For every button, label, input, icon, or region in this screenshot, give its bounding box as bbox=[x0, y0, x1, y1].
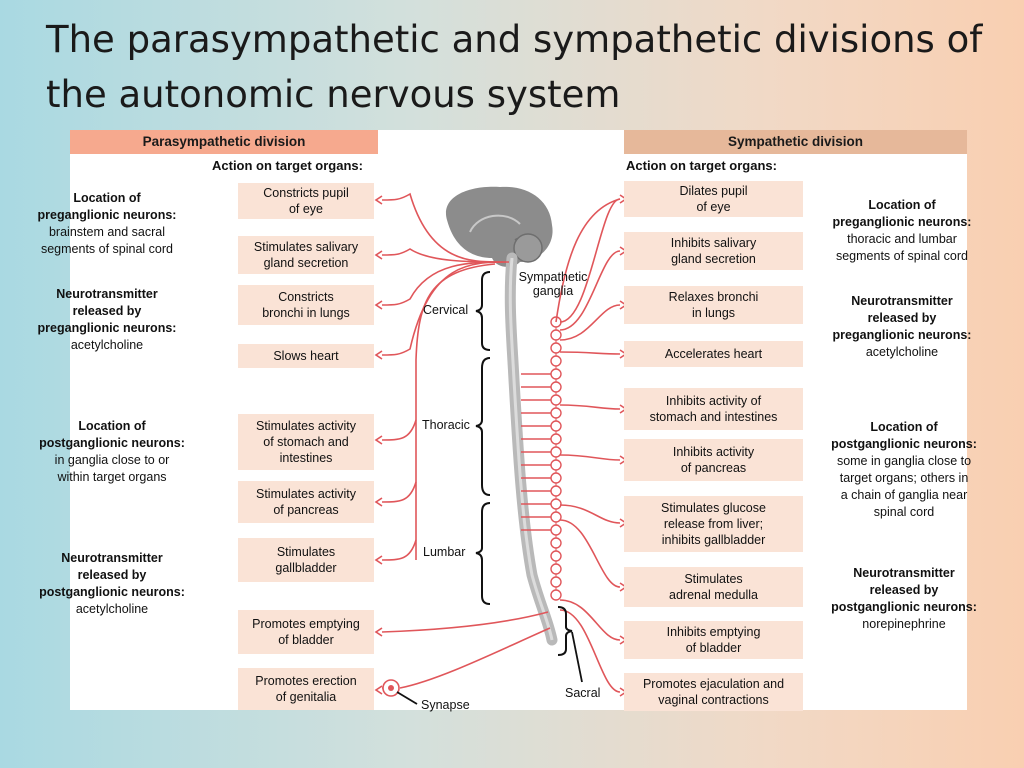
para-note-postganglionic-transmitter: Neurotransmitter released by postganglio… bbox=[39, 551, 185, 616]
ganglion bbox=[550, 420, 562, 432]
ganglion bbox=[550, 472, 562, 484]
vagus-branch bbox=[381, 481, 417, 503]
synapse-pointer bbox=[396, 691, 418, 705]
symp-fiber bbox=[559, 599, 621, 641]
symp-action-pancreas: Inhibits activity of pancreas bbox=[624, 439, 803, 481]
symp-fiber bbox=[559, 519, 621, 588]
sacral-pointer bbox=[571, 631, 583, 683]
para-action-salivary: Stimulates salivary gland secretion bbox=[238, 236, 374, 274]
symp-note-preganglionic-transmitter: Neurotransmitter released by preganglion… bbox=[832, 294, 972, 359]
symp-note-postganglionic-transmitter: Neurotransmitter released by postganglio… bbox=[831, 566, 977, 631]
para-arrow bbox=[374, 195, 383, 205]
symp-action-stomach: Inhibits activity of stomach and intesti… bbox=[624, 388, 803, 430]
symp-action-bronchi: Relaxes bronchi in lungs bbox=[624, 286, 803, 324]
symp-fiber bbox=[559, 454, 621, 461]
para-cranial-fiber bbox=[381, 248, 504, 263]
symp-upper-fiber bbox=[555, 198, 621, 323]
ganglion bbox=[550, 576, 562, 588]
ganglion bbox=[550, 394, 562, 406]
ganglion bbox=[550, 550, 562, 562]
para-note-postganglionic-location: Location of postganglionic neurons:in ga… bbox=[39, 419, 185, 484]
cervical-brace bbox=[475, 271, 491, 351]
symp-fiber bbox=[559, 304, 621, 341]
synapse-label: Synapse bbox=[421, 698, 470, 712]
sacral-label: Sacral bbox=[565, 686, 601, 700]
ganglion bbox=[550, 368, 562, 380]
para-arrow bbox=[374, 627, 383, 637]
para-note-preganglionic-location: Location of preganglionic neurons:brains… bbox=[37, 191, 177, 256]
ganglion bbox=[550, 459, 562, 471]
sympathetic-header: Sympathetic division bbox=[624, 130, 967, 154]
sympathetic-ganglia-chain bbox=[521, 316, 562, 601]
ganglion bbox=[550, 355, 562, 367]
para-action-bladder: Promotes emptying of bladder bbox=[238, 610, 374, 654]
ganglion bbox=[550, 381, 562, 393]
vagus-branch bbox=[381, 539, 417, 561]
para-action-pancreas: Stimulates activity of pancreas bbox=[238, 481, 374, 523]
para-arrow bbox=[374, 685, 383, 695]
synapse-symbol bbox=[382, 679, 400, 697]
para-action-gallbladder: Stimulates gallbladder bbox=[238, 538, 374, 582]
cervical-label: Cervical bbox=[423, 303, 469, 317]
symp-action-liver: Stimulates glucose release from liver; i… bbox=[624, 496, 803, 552]
ganglion bbox=[550, 589, 562, 601]
sacral-fiber-genitalia bbox=[399, 627, 551, 689]
symp-action-adrenal: Stimulates adrenal medulla bbox=[624, 567, 803, 607]
para-cranial-fiber bbox=[381, 261, 507, 306]
ganglion bbox=[550, 537, 562, 549]
lumbar-brace bbox=[475, 502, 491, 605]
para-action-pupil: Constricts pupil of eye bbox=[238, 183, 374, 219]
symp-fiber bbox=[559, 250, 621, 331]
symp-action-heart: Accelerates heart bbox=[624, 341, 803, 367]
ganglion bbox=[550, 433, 562, 445]
lumbar-label: Lumbar bbox=[423, 545, 466, 559]
para-action-bronchi: Constricts bronchi in lungs bbox=[238, 285, 374, 325]
ganglion bbox=[550, 563, 562, 575]
sympathetic-ganglia-label: Sympathetic ganglia bbox=[518, 270, 588, 298]
vagus-branch bbox=[381, 419, 417, 441]
ganglion bbox=[550, 498, 562, 510]
thoracic-label: Thoracic bbox=[422, 418, 470, 432]
sacral-fiber bbox=[381, 611, 549, 633]
para-note-preganglionic-transmitter: Neurotransmitter released by preganglion… bbox=[37, 287, 177, 352]
para-cranial-fiber bbox=[381, 261, 510, 356]
thoracic-brace bbox=[475, 357, 491, 496]
symp-action-bladder: Inhibits emptying of bladder bbox=[624, 621, 803, 659]
brain-icon bbox=[445, 186, 553, 267]
para-action-label: Action on target organs: bbox=[212, 158, 363, 173]
para-arrow bbox=[374, 497, 383, 507]
symp-fiber bbox=[559, 504, 621, 524]
ganglion bbox=[550, 485, 562, 497]
para-arrow bbox=[374, 555, 383, 565]
para-action-stomach: Stimulates activity of stomach and intes… bbox=[238, 414, 374, 470]
vagus-nerve bbox=[415, 263, 496, 560]
ganglion bbox=[550, 446, 562, 458]
symp-fiber bbox=[559, 404, 621, 410]
symp-note-preganglionic-location: Location of preganglionic neurons:thorac… bbox=[832, 198, 972, 263]
symp-action-pupil: Dilates pupil of eye bbox=[624, 181, 803, 217]
symp-action-label: Action on target organs: bbox=[626, 158, 777, 173]
para-arrow bbox=[374, 350, 383, 360]
sacral-brace bbox=[557, 606, 573, 656]
ganglion bbox=[550, 407, 562, 419]
para-action-genitalia: Promotes erection of genitalia bbox=[238, 668, 374, 710]
symp-action-genitalia: Promotes ejaculation and vaginal contrac… bbox=[624, 673, 803, 711]
symp-fiber bbox=[559, 351, 621, 355]
para-arrow bbox=[374, 250, 383, 260]
ganglion bbox=[550, 511, 562, 523]
slide-title: The parasympathetic and sympathetic divi… bbox=[46, 18, 983, 116]
spinal-cord bbox=[504, 252, 558, 646]
para-action-heart: Slows heart bbox=[238, 344, 374, 368]
ganglion bbox=[550, 342, 562, 354]
para-arrow bbox=[374, 435, 383, 445]
ganglion bbox=[550, 524, 562, 536]
parasympathetic-header: Parasympathetic division bbox=[70, 130, 378, 154]
ganglion bbox=[550, 329, 562, 341]
symp-note-postganglionic-location: Location of postganglionic neurons:some … bbox=[831, 420, 977, 519]
symp-fiber bbox=[559, 609, 621, 693]
symp-fiber bbox=[559, 198, 621, 323]
symp-action-salivary: Inhibits salivary gland secretion bbox=[624, 232, 803, 270]
para-arrow bbox=[374, 300, 383, 310]
